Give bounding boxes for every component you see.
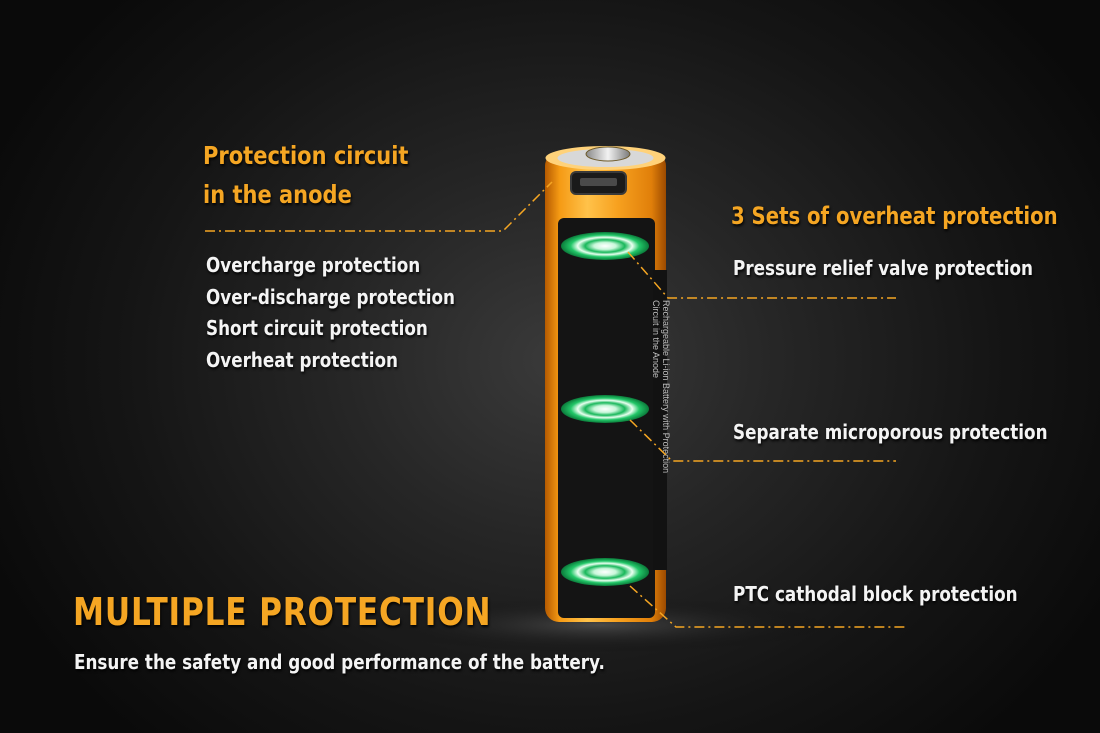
leader-line-pressure-valve — [627, 251, 896, 299]
battery-label-line1: Rechargeable Li-ion Battery with Protect… — [661, 300, 671, 473]
anode-heading-line1: Protection circuit — [203, 141, 409, 170]
list-item: Over-discharge protection — [206, 284, 456, 309]
list-item: Short circuit protection — [206, 316, 428, 340]
anode-protection-list: Overcharge protection Over-discharge pro… — [206, 250, 502, 376]
leader-line-ptc — [629, 585, 906, 628]
ptc-label: PTC cathodal block protection — [733, 582, 1018, 606]
floor-glow — [370, 597, 830, 653]
pressure-valve-label: Pressure relief valve protection — [733, 256, 1033, 280]
ring-microporous-separator — [561, 395, 649, 423]
anode-button — [585, 146, 631, 162]
battery-label: Rechargeable Li-ion Battery with Protect… — [651, 300, 671, 473]
overheat-protection-heading: 3 Sets of overheat protection — [731, 202, 1058, 230]
leader-line-anode — [205, 181, 553, 232]
leader-line-microporous — [629, 419, 896, 462]
usb-port-slot — [580, 178, 617, 186]
battery-label-strip — [653, 270, 667, 570]
list-item: Overcharge protection — [206, 253, 421, 277]
page-subtitle: Ensure the safety and good performance o… — [74, 650, 605, 674]
anode-heading-line2: in the anode — [203, 180, 352, 209]
page-title: MULTIPLE PROTECTION — [73, 590, 492, 634]
ring-ptc-cathodal-block — [561, 558, 649, 586]
battery-label-line2: Circuit in the Anode — [651, 300, 661, 378]
anode-circuit-heading: Protection circuit in the anode — [203, 136, 408, 214]
microporous-label: Separate microporous protection — [733, 420, 1048, 444]
list-item: Overheat protection — [206, 347, 399, 372]
ring-pressure-relief-valve — [561, 232, 649, 260]
